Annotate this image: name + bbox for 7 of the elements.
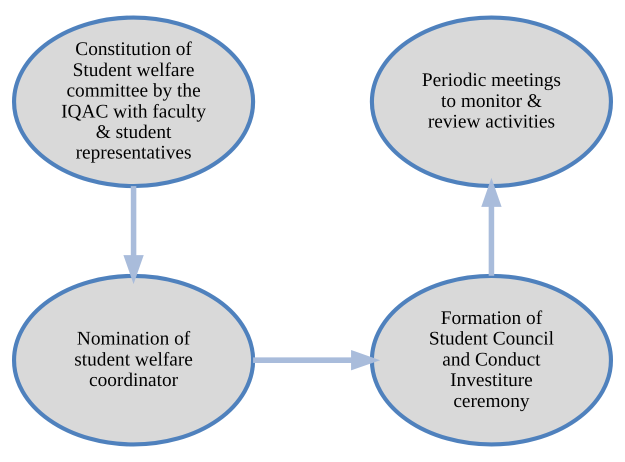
node-ellipse: Periodic meetings to monitor & review activities bbox=[370, 15, 614, 188]
node-ellipse: Formation of Student Council and Conduct Investiture ceremony bbox=[370, 274, 614, 447]
arrow bbox=[481, 178, 502, 276]
node-ellipse: Constitution of Student welfare committee by the IQAC with faculty & student representatives bbox=[12, 15, 256, 188]
arrow bbox=[253, 350, 380, 370]
node-ellipse: Nomination of student welfare coordinator bbox=[12, 274, 256, 447]
arrow bbox=[123, 186, 144, 284]
